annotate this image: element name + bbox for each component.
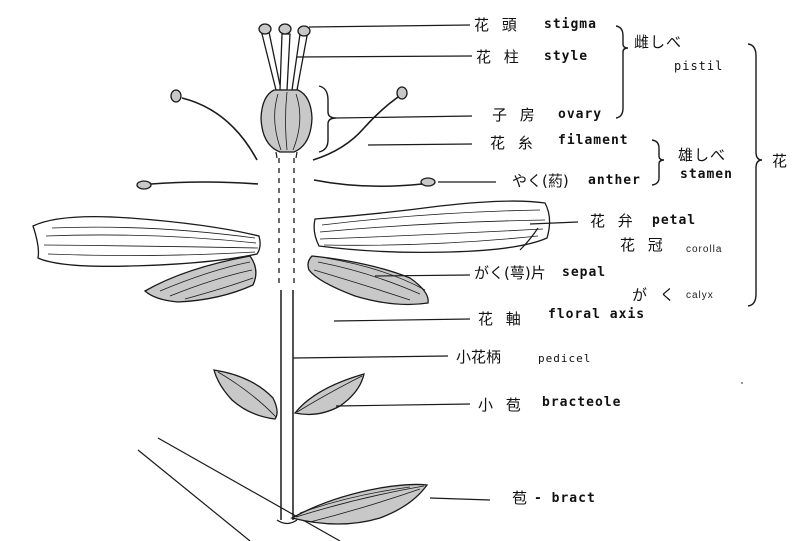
svg-text:bracteole: bracteole — [542, 395, 621, 410]
svg-text:anther: anther — [588, 173, 641, 188]
svg-text:花 冠: 花 冠 — [620, 236, 667, 254]
svg-text:ovary: ovary — [558, 107, 602, 122]
svg-text:花 軸: 花 軸 — [478, 310, 525, 328]
sepals — [143, 255, 429, 306]
group-braces — [615, 25, 763, 307]
svg-text:苞: 苞 — [512, 489, 531, 507]
label-corolla: 花 冠 corolla — [620, 236, 722, 255]
label-pedicel: 小花柄 pedicel — [456, 348, 591, 366]
flower-brace — [747, 43, 763, 307]
label-anther: やく(葯) anther — [512, 172, 641, 190]
speck — [741, 382, 743, 384]
svg-text:sepal: sepal — [562, 265, 606, 280]
pistil — [258, 23, 313, 159]
svg-text:花 弁: 花 弁 — [590, 212, 637, 230]
label-filament: 花 糸 filament — [490, 133, 629, 152]
label-calyx: が く calyx — [632, 286, 714, 304]
label-ovary: 子 房 ovary — [492, 106, 602, 124]
svg-text:corolla: corolla — [686, 244, 722, 255]
pedicel-stem — [276, 290, 298, 525]
svg-text:雄しべ: 雄しべ — [678, 146, 726, 164]
svg-text:が く: が く — [632, 286, 679, 304]
label-floral-axis: 花 軸 floral axis — [478, 307, 645, 328]
svg-text:style: style — [544, 49, 588, 64]
svg-text:花 柱: 花 柱 — [476, 48, 523, 66]
label-sepal: がく(萼)片 sepal — [474, 264, 606, 282]
label-stamen-group: 雄しべ stamen — [678, 146, 733, 182]
pistil-brace — [615, 25, 629, 119]
stigma-right — [297, 25, 311, 37]
svg-text:calyx: calyx — [686, 290, 714, 301]
stigma-mid — [278, 23, 292, 35]
stamens — [136, 86, 436, 190]
svg-text:stamen: stamen — [680, 167, 733, 182]
svg-text:petal: petal — [652, 213, 696, 228]
leader-lines — [292, 24, 579, 501]
svg-text:pistil: pistil — [674, 59, 723, 73]
background-lines — [137, 437, 341, 541]
label-flower-group: 花 — [772, 152, 791, 170]
svg-text:雌しべ: 雌しべ — [634, 33, 682, 51]
label-style: 花 柱 style — [476, 48, 588, 66]
svg-text:子 房: 子 房 — [492, 106, 539, 124]
svg-text:花 頭: 花 頭 — [474, 16, 521, 34]
label-bracteole: 小 苞 bracteole — [478, 395, 621, 414]
stamen-brace — [651, 139, 665, 186]
bract — [290, 483, 429, 525]
svg-text:小花柄: 小花柄 — [456, 348, 501, 366]
bracteoles — [213, 369, 365, 420]
svg-text:pedicel: pedicel — [538, 352, 591, 365]
svg-text:がく(萼)片: がく(萼)片 — [474, 264, 546, 282]
svg-text:やく(葯): やく(葯) — [512, 172, 569, 190]
svg-text:- bract: - bract — [534, 491, 596, 506]
label-petal: 花 弁 petal — [590, 212, 696, 230]
label-pistil-group: 雌しべ pistil — [634, 33, 723, 73]
svg-text:花 糸: 花 糸 — [490, 134, 537, 152]
svg-text:小 苞: 小 苞 — [478, 396, 525, 414]
label-stigma: 花 頭 stigma — [474, 16, 597, 34]
svg-text:花: 花 — [772, 152, 791, 170]
floral-axis-dashed — [278, 158, 295, 285]
petals — [32, 200, 551, 267]
svg-text:filament: filament — [558, 133, 629, 148]
stigma-left — [258, 23, 272, 35]
svg-text:stigma: stigma — [544, 17, 597, 32]
svg-text:floral axis: floral axis — [548, 307, 645, 322]
label-bract: 苞 - bract — [512, 489, 596, 507]
